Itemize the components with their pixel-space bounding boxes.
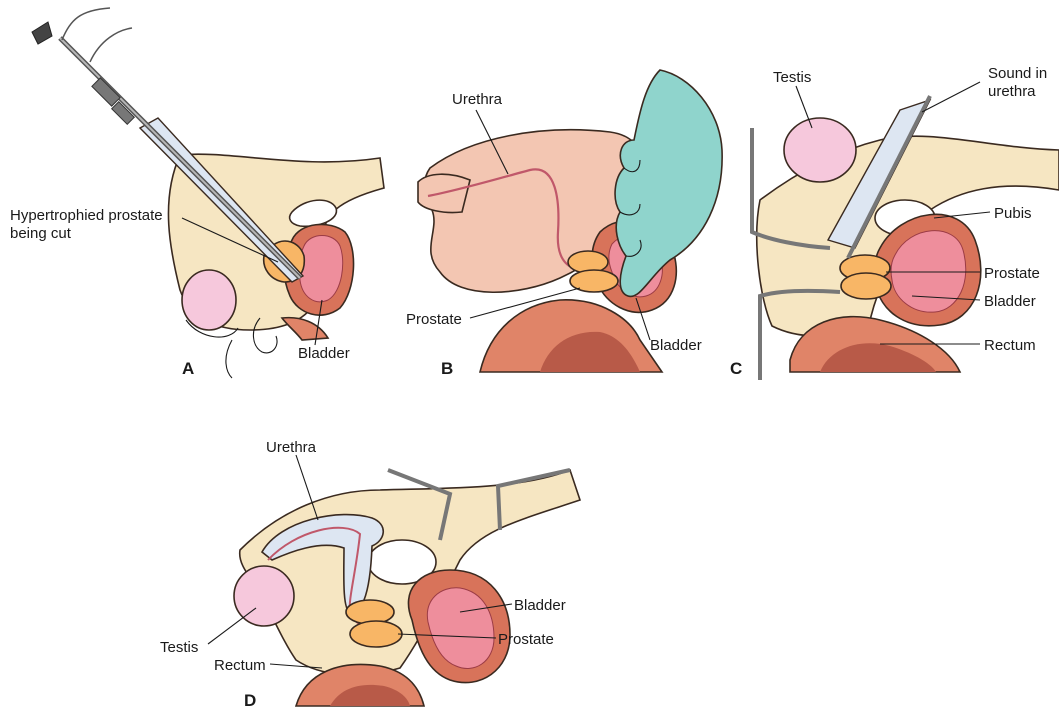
label-testis-c: Testis [773, 69, 811, 86]
label-prostate-d: Prostate [498, 631, 554, 648]
prostate-c-lower [841, 273, 891, 299]
resectoscope-handle-2 [112, 102, 135, 125]
panel-d: Urethra Bladder Prostate Testis Rectum D [160, 439, 580, 710]
testis-c [784, 118, 856, 182]
label-rectum-d: Rectum [214, 657, 266, 674]
panel-c: Testis Sound in urethra Pubis Prostate B… [730, 65, 1059, 380]
label-urethra-b: Urethra [452, 91, 503, 108]
label-being-cut: being cut [10, 225, 72, 242]
light-cable [62, 8, 110, 40]
label-prostate-b: Prostate [406, 311, 462, 328]
label-bladder-a: Bladder [298, 345, 350, 362]
panel-letter-b: B [441, 359, 453, 378]
panel-letter-c: C [730, 359, 742, 378]
prostate-d-upper [346, 600, 394, 624]
label-bladder-d: Bladder [514, 597, 566, 614]
panel-a: Hypertrophied prostate being cut Bladder… [10, 8, 384, 378]
panel-letter-a: A [182, 359, 194, 378]
label-testis-d: Testis [160, 639, 198, 656]
testis-d [234, 566, 294, 626]
irrigation-tube [90, 28, 132, 62]
rectum-a [282, 318, 328, 340]
label-rectum-c: Rectum [984, 337, 1036, 354]
resectoscope [32, 8, 303, 282]
label-urethra-c: urethra [988, 83, 1036, 100]
label-sound-in: Sound in [988, 65, 1047, 82]
panel-letter-d: D [244, 691, 256, 710]
label-bladder-c: Bladder [984, 293, 1036, 310]
testis-leader-d [208, 608, 256, 644]
label-prostate-c: Prostate [984, 265, 1040, 282]
panel-b: Urethra Prostate Bladder B [406, 70, 722, 378]
label-hypertrophied-prostate: Hypertrophied prostate [10, 207, 163, 224]
testis [182, 270, 236, 330]
label-urethra-d: Urethra [266, 439, 317, 456]
label-pubis-c: Pubis [994, 205, 1032, 222]
eyepiece [32, 22, 52, 44]
bladder-lumen [299, 236, 343, 302]
prostate-d-lower [350, 621, 402, 647]
label-bladder-b: Bladder [650, 337, 702, 354]
